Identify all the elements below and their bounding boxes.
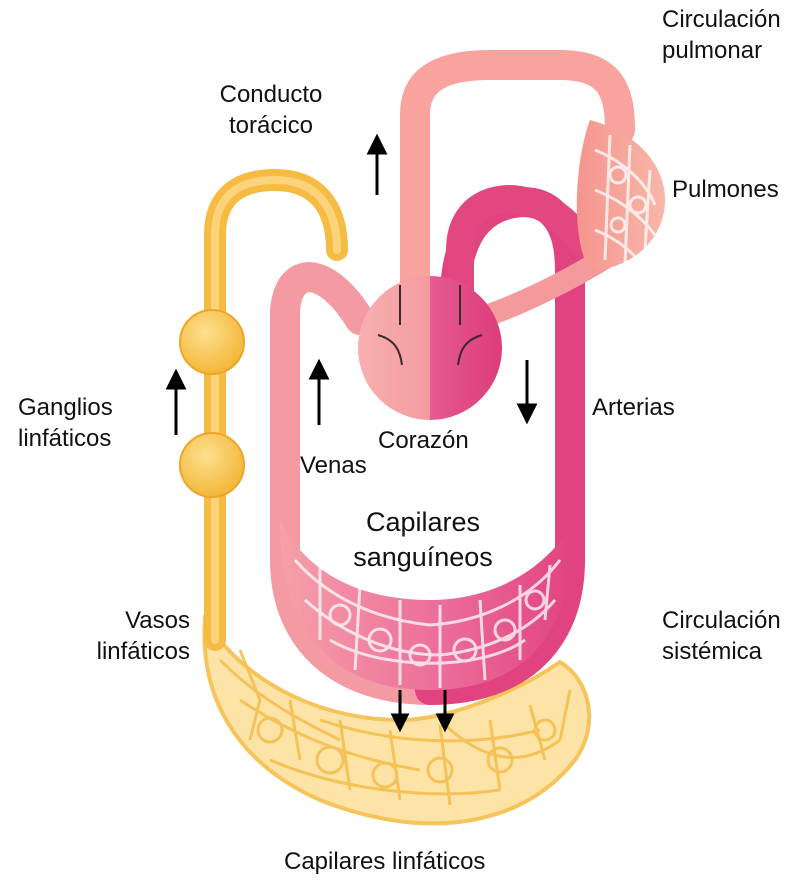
arrow-up-thoracic-duct-icon: [369, 137, 385, 195]
label-blood-capillaries: Capilares sanguíneos: [338, 505, 508, 575]
lymph-node-upper: [180, 310, 244, 374]
label-heart: Corazón: [378, 425, 469, 456]
arrow-down-arteries-icon: [519, 360, 535, 421]
label-systemic-circulation: Circulación sistémica: [662, 605, 781, 667]
arrow-up-lymph-nodes-icon: [168, 372, 184, 435]
heart: [358, 276, 502, 420]
label-lymphatic-capillaries: Capilares linfáticos: [284, 846, 485, 877]
label-lymphatic-vessels: Vasos linfáticos: [94, 605, 190, 667]
label-lymph-nodes: Ganglios linfáticos: [18, 392, 113, 454]
arrow-up-veins-icon: [311, 362, 327, 425]
label-thoracic-duct: Conducto torácico: [206, 79, 336, 141]
label-pulmonary-circulation: Circulación pulmonar: [662, 4, 781, 66]
lymph-node-lower: [180, 433, 244, 497]
label-veins: Venas: [300, 450, 367, 481]
label-lungs: Pulmones: [672, 174, 779, 205]
label-arteries: Arterias: [592, 392, 675, 423]
